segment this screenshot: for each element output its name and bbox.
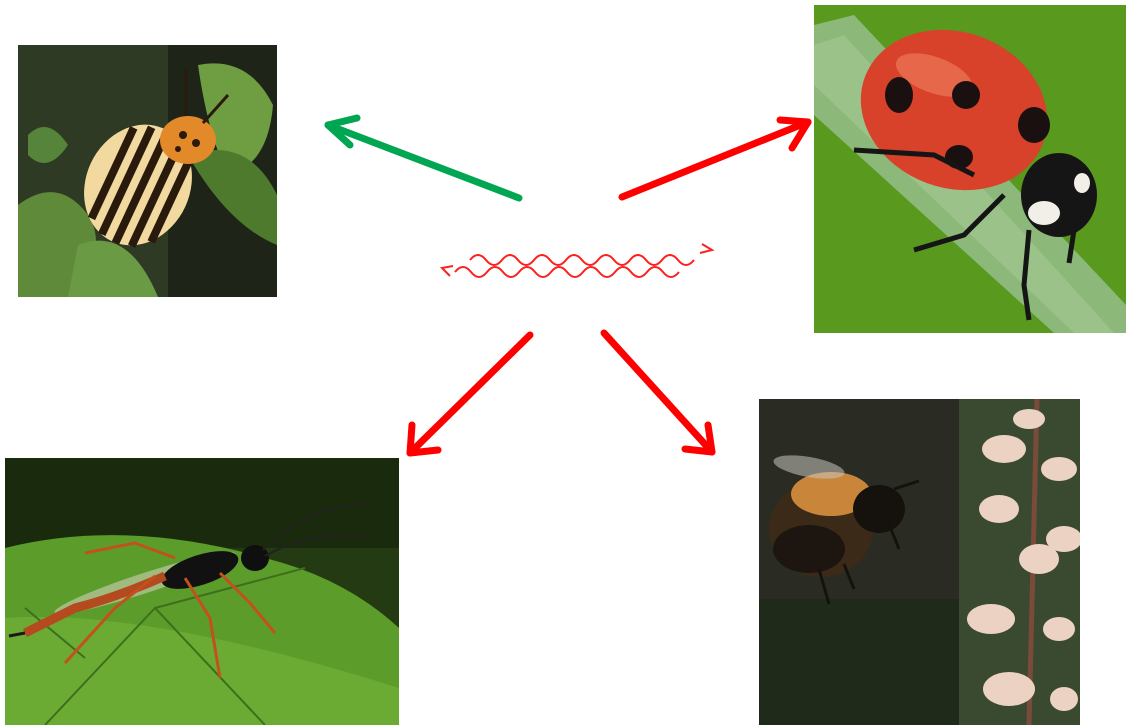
signal-waves-icon [442, 244, 712, 277]
arrow-to-bumblebee [604, 333, 712, 452]
arrow-to-parasitic-wasp [410, 335, 530, 453]
arrow-to-colorado-beetle [328, 118, 519, 198]
colorado-beetle-photo [18, 45, 277, 297]
ladybird-photo [814, 5, 1126, 333]
bumblebee-photo [759, 399, 1080, 725]
parasitic-wasp-photo [5, 458, 399, 725]
arrow-to-ladybird [622, 120, 808, 197]
